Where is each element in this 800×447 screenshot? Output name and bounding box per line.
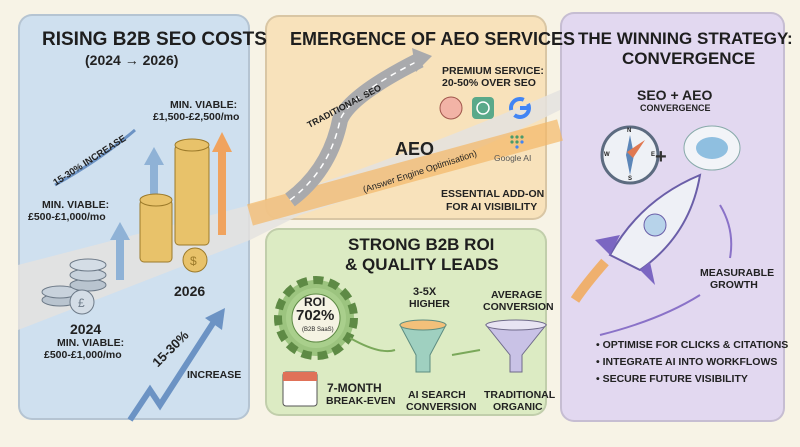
bullet-3: • SECURE FUTURE VISIBILITY — [596, 373, 748, 385]
roi-title-line1: STRONG B2B ROI — [348, 235, 495, 254]
coins-2024-icon: £ — [41, 258, 107, 315]
compass-w: W — [604, 152, 610, 158]
increase-arrow-icon — [54, 128, 136, 187]
traditional-funnel-icon — [484, 324, 548, 373]
aeo-title: EMERGENCE OF AEO SERVICES — [290, 29, 576, 49]
up-arrow-icon — [144, 147, 164, 200]
trad-bottom1: TRADITIONAL — [484, 389, 556, 401]
growth-line1: MEASURABLE — [700, 267, 775, 279]
year-2024: 2024 — [70, 321, 102, 337]
essential-line2: FOR AI VISIBILITY — [446, 201, 538, 213]
strategy-title-line1: THE WINNING STRATEGY: — [578, 29, 793, 48]
formula: SEO + AEO — [637, 87, 713, 103]
calendar-icon — [282, 371, 318, 407]
roi-value: 702% — [296, 307, 335, 324]
google-ai-icon — [510, 135, 524, 149]
seo-arrowhead — [412, 48, 432, 72]
compass-s: S — [628, 176, 633, 182]
ai-funnel-icon — [399, 324, 447, 373]
svg-text:£: £ — [78, 296, 85, 310]
ai-bottom1: AI SEARCH — [408, 389, 466, 401]
roi-note: (B2B SaaS) — [302, 327, 334, 333]
label-2026-heading: MIN. VIABLE: — [170, 99, 238, 111]
trad-top1: AVERAGE — [491, 289, 543, 301]
aeo-label: AEO — [395, 139, 435, 159]
increase-word: INCREASE — [187, 369, 242, 381]
breakeven-line2: BREAK-EVEN — [326, 395, 396, 407]
rocket-icon — [570, 173, 702, 303]
formula-sub: CONVERGENCE — [640, 103, 711, 113]
premium-line2: 20-50% OVER SEO — [442, 77, 536, 89]
premium-line1: PREMIUM SERVICE: — [442, 65, 544, 77]
essential-line1: ESSENTIAL ADD-ON — [441, 188, 545, 200]
trad-bottom2: ORGANIC — [493, 401, 543, 413]
up-arrow-icon — [212, 132, 232, 235]
costs-title: RISING B2B SEO COSTS — [42, 29, 267, 50]
compass-e: E — [651, 152, 656, 158]
compass-icon — [600, 125, 660, 185]
chatgpt-icon — [472, 97, 494, 119]
strategy-title-line2: CONVERGENCE — [622, 49, 756, 68]
year-2026: 2026 — [174, 283, 206, 299]
ai-top2: HIGHER — [409, 298, 450, 310]
bullet-text: OPTIMISE FOR CLICKS & CITATIONS — [602, 339, 789, 351]
trad-top2: CONVERSION — [483, 301, 554, 313]
roi-title-line2: & QUALITY LEADS — [345, 255, 499, 274]
label-2026-value: £1,500-£2,500/mo — [153, 111, 240, 123]
label-2024-value: £500-£1,000/mo — [44, 349, 122, 361]
label-mid-value: £500-£1,000/mo — [28, 211, 106, 223]
bullet-text: INTEGRATE AI INTO WORKFLOWS — [602, 356, 778, 368]
plus-icon: + — [655, 146, 667, 168]
ai-top1: 3-5X — [413, 286, 437, 298]
bullet-1: • OPTIMISE FOR CLICKS & CITATIONS — [596, 339, 789, 351]
ai-bottom2: CONVERSION — [406, 401, 477, 413]
bullet-2: • INTEGRATE AI INTO WORKFLOWS — [596, 356, 778, 368]
breakeven-line1: 7-MONTH — [327, 381, 382, 395]
growth-arrow-icon — [127, 318, 218, 422]
growth-line2: GROWTH — [710, 279, 758, 291]
up-arrow-icon — [110, 222, 130, 280]
coins-2026-icon: $ — [139, 138, 210, 273]
label-mid-heading: MIN. VIABLE: — [42, 199, 110, 211]
gear-icon — [274, 276, 358, 360]
bullet-text: SECURE FUTURE VISIBILITY — [602, 373, 748, 385]
compass-n: N — [627, 128, 632, 134]
svg-text:$: $ — [190, 254, 197, 268]
google-ai-label: Google AI — [494, 153, 532, 163]
brain-icon — [439, 96, 463, 120]
roi-label: ROI — [304, 295, 326, 309]
google-icon — [509, 97, 531, 119]
aeo-road — [247, 119, 563, 226]
costs-subtitle: (2024 → 2026) — [85, 52, 179, 68]
label-2024-heading: MIN. VIABLE: — [57, 337, 125, 349]
